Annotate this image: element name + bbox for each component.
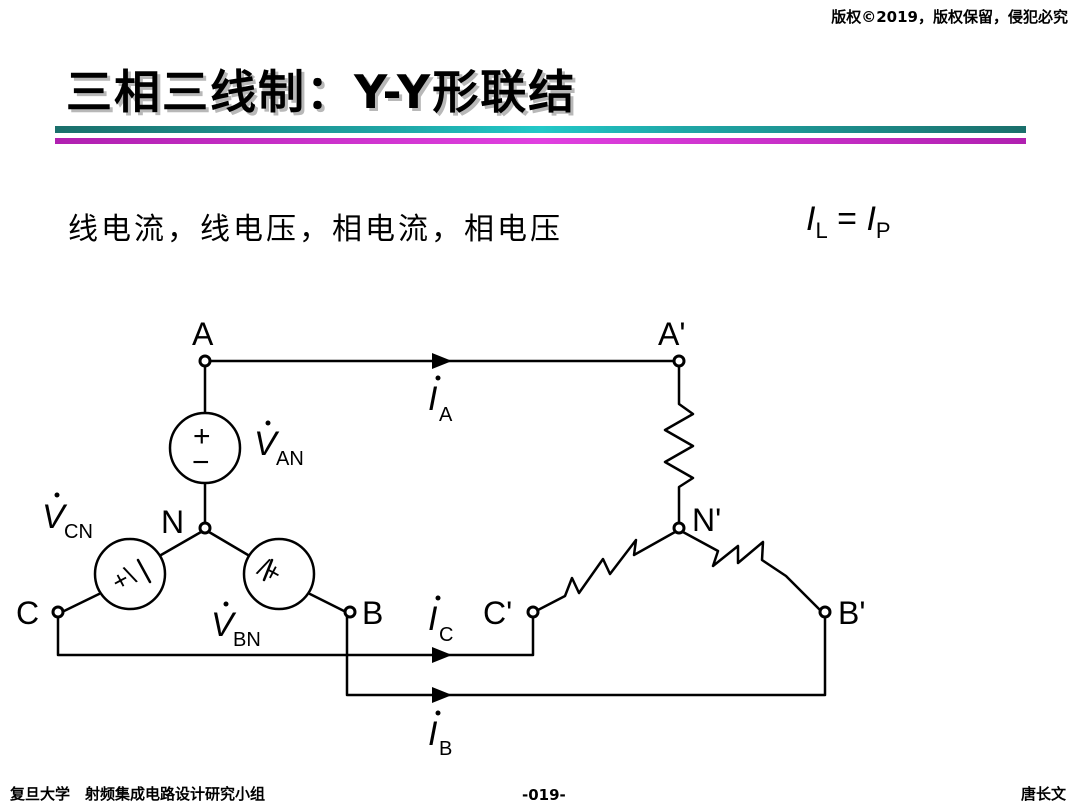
node-label-n: N — [161, 504, 184, 540]
resistor-an-prime — [663, 364, 695, 526]
resistor-bn-prime — [681, 530, 822, 612]
svg-text:A: A — [439, 404, 453, 426]
node-label-a: A — [192, 316, 214, 352]
wire-source-bn-to-b — [308, 592, 348, 614]
node-label-b: B — [362, 595, 383, 631]
node-label-a-prime: A' — [658, 316, 685, 352]
terms-list: 线电流，线电压，相电流，相电压 — [68, 212, 563, 247]
svg-text:BN: BN — [233, 629, 261, 651]
wire-line-b — [345, 614, 827, 697]
terminal-a-prime — [672, 354, 686, 368]
source-bn-circle — [242, 537, 316, 611]
svg-text:C: C — [439, 624, 453, 646]
source-cn-slash — [136, 558, 152, 584]
node-label-c-prime: C' — [483, 595, 512, 631]
arrow-current-b — [432, 687, 452, 703]
svg-text:V: V — [211, 606, 237, 644]
line-current-symbol: I — [806, 200, 816, 238]
page-title: 三相三线制：Y-Y形联结 — [66, 65, 577, 119]
terminal-b — [343, 605, 357, 619]
wire-n-to-source-bn — [207, 530, 250, 557]
label-v-cn: V CN — [42, 492, 93, 543]
source-an-circle — [168, 411, 242, 485]
label-i-b: I B — [428, 710, 452, 760]
source-an-plus: + — [193, 420, 211, 453]
equals-sign: = — [827, 200, 867, 238]
current-equation: IL = IP — [806, 200, 891, 244]
title-underline-magenta — [55, 138, 1026, 144]
node-label-n-prime: N' — [692, 502, 721, 538]
svg-text:I: I — [428, 715, 438, 753]
node-label-c: C — [16, 595, 39, 631]
terminal-b-prime — [818, 605, 832, 619]
svg-text:AN: AN — [276, 448, 304, 470]
footer-page-number: -019- — [522, 786, 566, 804]
copyright-notice: 版权©2019，版权保留，侵犯必究 — [831, 8, 1068, 26]
node-label-b-prime: B' — [838, 595, 865, 631]
terminal-c — [51, 605, 65, 619]
terminal-n-prime — [672, 521, 686, 535]
terminal-n — [198, 521, 212, 535]
svg-text:I: I — [428, 380, 438, 418]
source-bn-slash — [262, 558, 274, 582]
svg-text:B: B — [439, 738, 452, 760]
label-v-an: V AN — [254, 420, 304, 470]
source-cn-circle — [93, 537, 167, 611]
wire-line-c — [56, 614, 535, 657]
label-i-c: I C — [428, 595, 453, 646]
label-v-bn: V BN — [211, 601, 261, 651]
source-cn-symbol: +\ — [107, 560, 142, 597]
wire-source-cn-to-c — [60, 592, 101, 614]
label-i-a: I A — [428, 375, 453, 426]
svg-text:CN: CN — [64, 521, 93, 543]
svg-text:V: V — [254, 425, 280, 463]
svg-text:V: V — [42, 498, 68, 536]
resistor-cn-prime — [536, 530, 677, 612]
title-underline-teal — [55, 126, 1026, 133]
phase-current-symbol: I — [866, 200, 876, 238]
arrow-current-a — [432, 353, 452, 369]
wire-n-to-source-cn — [159, 530, 203, 557]
terminal-a — [198, 354, 212, 368]
arrow-current-c — [432, 647, 452, 663]
footer-organization: 复旦大学 射频集成电路设计研究小组 — [10, 785, 266, 803]
line-current-subscript: L — [815, 218, 828, 243]
footer-author: 唐长文 — [1020, 785, 1066, 803]
svg-text:I: I — [428, 600, 438, 638]
source-bn-symbol: /+ — [253, 552, 287, 589]
source-an-minus: − — [192, 446, 210, 479]
terminal-c-prime — [526, 605, 540, 619]
phase-current-subscript: P — [875, 218, 891, 243]
